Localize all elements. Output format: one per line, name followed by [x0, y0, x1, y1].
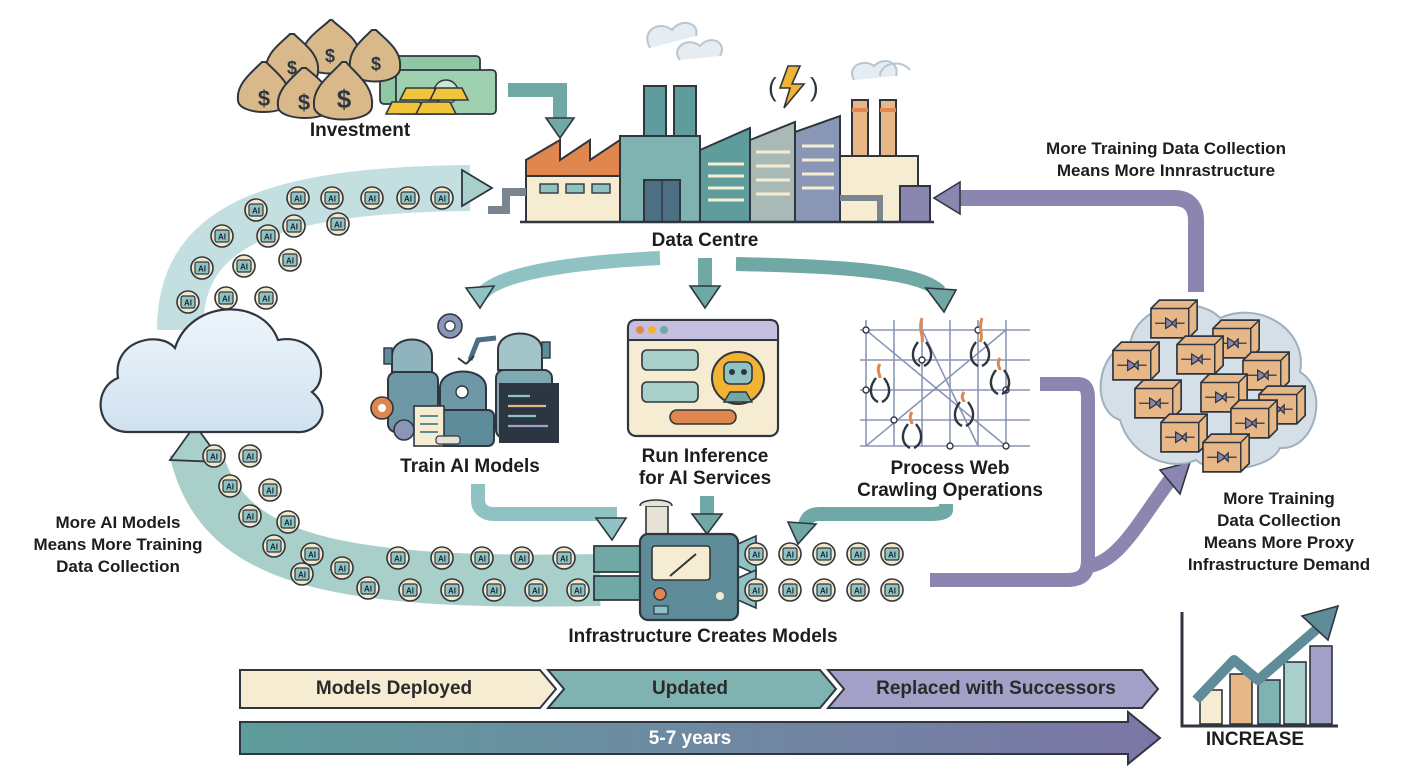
money-bags-icon: $ $ $ $ $ $ [236, 19, 497, 121]
proxy-demand-arrows [930, 377, 1192, 587]
run-inference-line2: for AI Services [638, 468, 772, 489]
ai-token-cluster-right [744, 542, 904, 602]
data-centre-icon: ( ) [488, 21, 934, 224]
increase-label: INCREASE [1205, 729, 1305, 750]
web-crawling-grid-icon [860, 317, 1030, 450]
lifecycle-stage-deployed-shape [239, 669, 558, 709]
lifecycle-stage-replaced: Replaced with Successors [876, 678, 1116, 699]
top-right-line2: Means More Innrastructure [1056, 161, 1276, 180]
chat-window-icon [626, 318, 780, 438]
investment-label: Investment [309, 120, 411, 141]
lifecycle-duration: 5-7 years [648, 728, 732, 749]
more-ai-models-line2: Means More Training [33, 535, 203, 554]
data-centre-label: Data Centre [651, 230, 759, 251]
duration-arrow-shape [239, 709, 1162, 767]
proxy-line4: Infrastructure Demand [1187, 555, 1371, 574]
run-inference-label: Run Inference for AI Services [620, 446, 790, 490]
process-web-line1: Process Web [890, 458, 1010, 479]
process-web-crawling-label: Process Web Crawling Operations [850, 458, 1050, 502]
svg-text:(: ( [768, 72, 777, 102]
train-ai-models-label: Train AI Models [400, 456, 540, 477]
investment-arrow [508, 83, 567, 120]
lifecycle-stage-replaced-shape [825, 669, 1160, 709]
proxy-boxes-icon [1099, 299, 1318, 473]
svg-text:$: $ [287, 58, 297, 78]
run-inference-line1: Run Inference [641, 446, 769, 467]
proxy-line1: More Training [1223, 489, 1335, 508]
process-web-line2: Crawling Operations [857, 480, 1043, 501]
proxy-demand-label: More Training Data Collection Means More… [1170, 488, 1388, 576]
top-right-line1: More Training Data Collection [1046, 139, 1286, 158]
robots-training-icon [370, 313, 559, 447]
training-data-infrastructure-label: More Training Data Collection Means More… [1020, 138, 1312, 182]
svg-text:$: $ [298, 90, 310, 115]
svg-text:$: $ [337, 84, 352, 114]
lifecycle-bars [239, 669, 1162, 767]
infrastructure-creates-models-label: Infrastructure Creates Models [568, 626, 838, 647]
lifecycle-stage-deployed: Models Deployed [315, 678, 473, 699]
infrastructure-loop-arrow [932, 180, 1204, 292]
lifecycle-stage-updated-shape [545, 669, 838, 709]
more-ai-models-line3: Data Collection [56, 557, 180, 576]
svg-text:$: $ [325, 46, 335, 66]
proxy-line3: Means More Proxy [1203, 533, 1355, 552]
svg-text:$: $ [371, 54, 381, 74]
svg-text:): ) [810, 72, 819, 102]
more-ai-models-line1: More AI Models [55, 513, 181, 532]
proxy-line2: Data Collection [1217, 511, 1341, 530]
cloud-icon [99, 308, 324, 434]
data-centre-output-arrows [464, 251, 958, 314]
more-ai-models-label: More AI Models Means More Training Data … [20, 512, 216, 578]
increase-chart-icon [1180, 604, 1340, 728]
svg-text:$: $ [258, 86, 270, 111]
arrows-into-machine [471, 484, 953, 546]
lifecycle-stage-updated: Updated [652, 678, 728, 699]
